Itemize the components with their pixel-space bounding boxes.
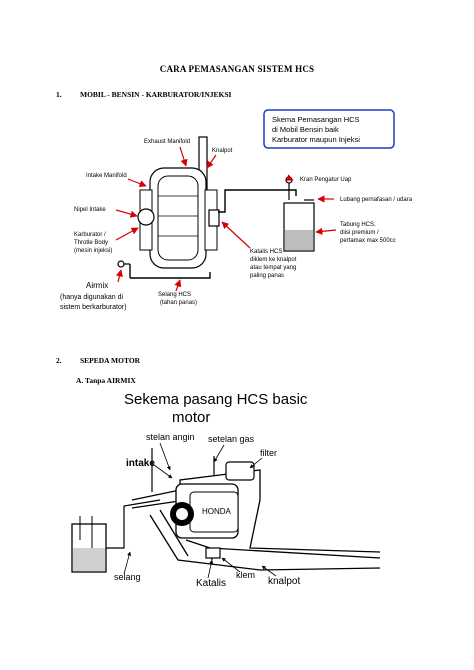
label-selang: (tahan panas) <box>160 300 197 306</box>
section-label: MOBIL - BENSIN - KARBURATOR/INJEKSI <box>80 90 232 99</box>
mount-line <box>130 272 211 279</box>
subsection-heading: A. Tanpa AIRMIX <box>76 376 136 385</box>
label-karburator: (mesin injeksi) <box>74 248 112 254</box>
callout-text: Karburator maupun Injeksi <box>272 135 360 144</box>
label-airmix-note: sistem berkarburator) <box>60 304 127 311</box>
callout-arrows <box>115 146 337 292</box>
katalis-clamp <box>208 209 220 227</box>
label-katalis: atau tempat yang <box>250 265 296 271</box>
section-label: SEPEDA MOTOR <box>80 356 141 365</box>
label-karburator: Throtle Body <box>74 240 108 246</box>
label-selang: Selang HCS <box>158 292 191 298</box>
label-airmix: Airmix <box>86 281 108 290</box>
nipel-intake <box>137 208 155 226</box>
label-intake-manifold: Intake Manifold <box>86 173 127 179</box>
label-tabung: pertamax max 500cc <box>340 238 396 244</box>
label-airmix-note: (hanya digunakan di <box>60 294 123 301</box>
label-knalpot: Knalpot <box>212 148 233 154</box>
section-heading-mobil: 1. MOBIL - BENSIN - KARBURATOR/INJEKSI <box>56 90 231 99</box>
label-katalis: diklem ke knalpot <box>250 257 297 263</box>
section-number: 1. <box>56 90 62 99</box>
label-katalis: paling panas <box>250 273 284 279</box>
label-nipel: Nipel Intake <box>74 207 106 213</box>
label-exhaust-manifold: Exhaust Manifold <box>144 139 190 145</box>
label-tabung: Tabung HCS, <box>340 222 376 228</box>
label-lubang: Lubang pernafasan / udara <box>340 197 413 203</box>
callout-text: di Mobil Bensin baik <box>272 125 339 134</box>
document-title: CARA PEMASANGAN SISTEM HCS <box>159 64 315 74</box>
hcs-hose <box>218 189 297 213</box>
airmix-valve <box>117 260 125 268</box>
section-number: 2. <box>56 356 62 365</box>
engine-block <box>139 167 218 269</box>
callout-box <box>263 109 395 149</box>
label-kran: Kran Pengatur Uap <box>300 177 352 183</box>
label-tabung: diisi premium / <box>340 230 379 236</box>
callout-text: Skema Pemasangan HCS <box>272 115 360 124</box>
label-katalis: Katalis HCS <box>250 249 282 255</box>
label-karburator: Karburator / <box>74 232 106 238</box>
section-heading-motor: 2. SEPEDA MOTOR <box>56 356 140 365</box>
tank-liquid <box>285 230 313 250</box>
